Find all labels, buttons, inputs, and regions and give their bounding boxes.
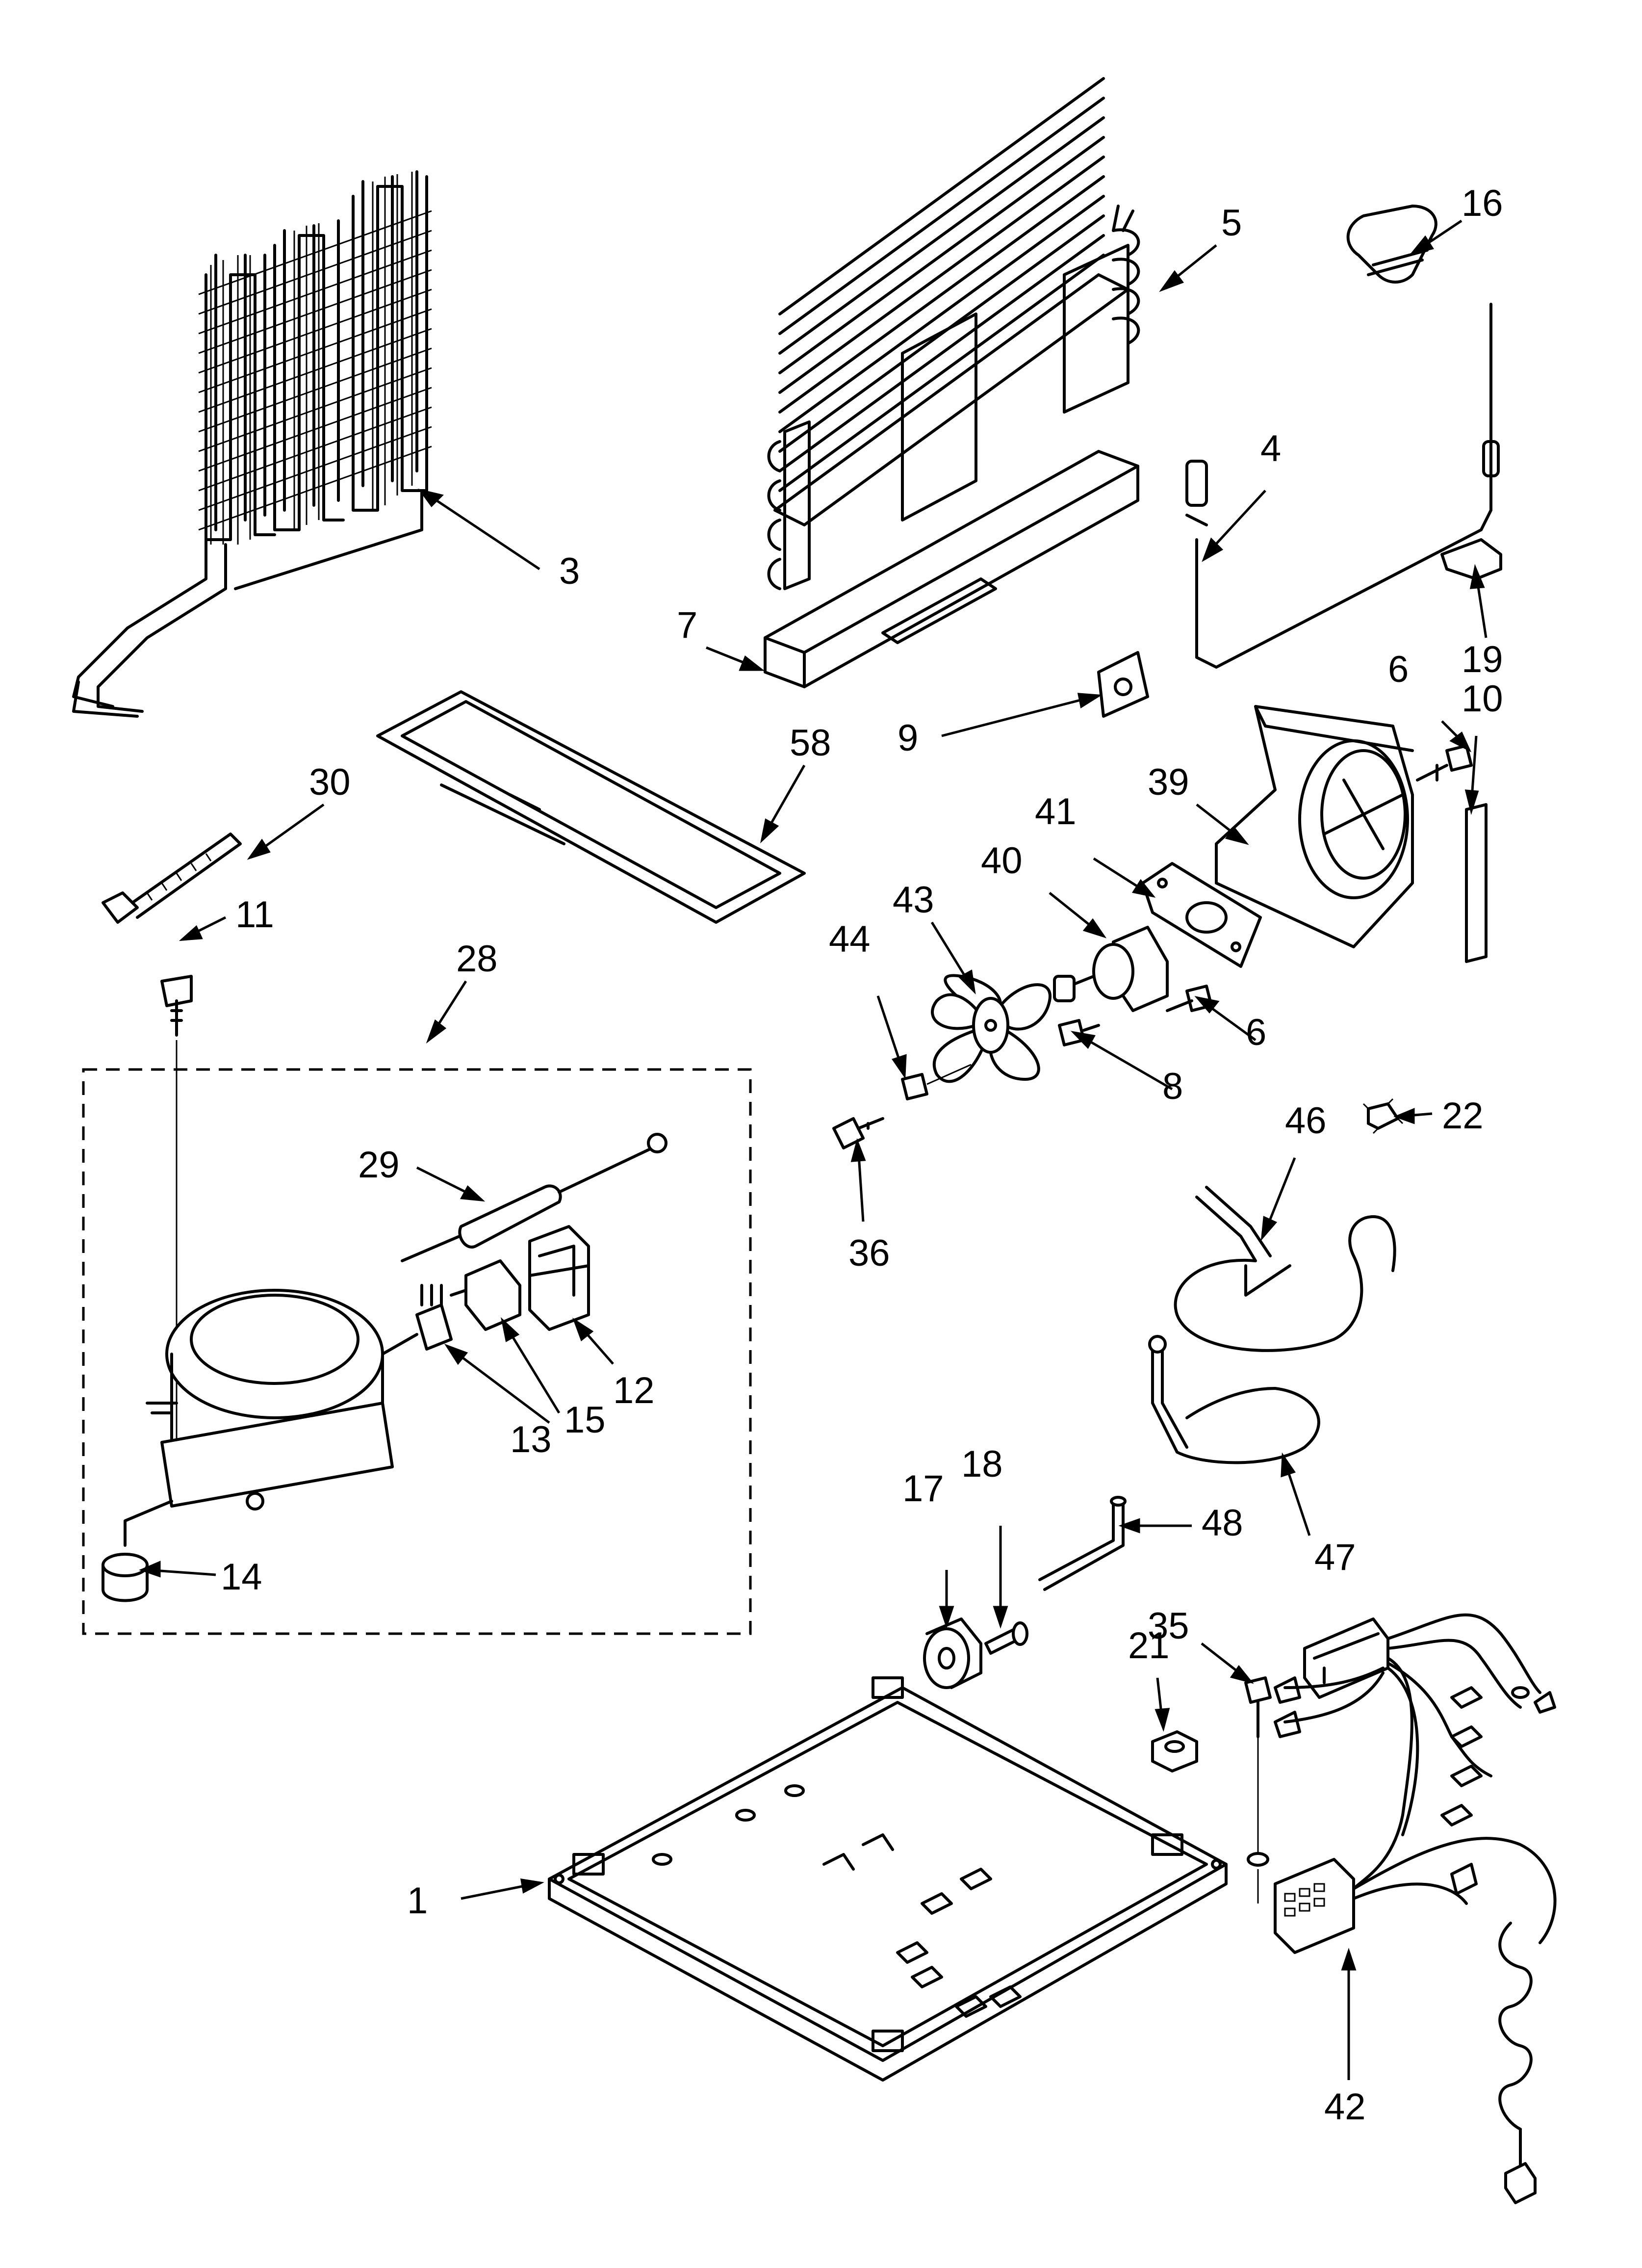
fan-motor-part: [1053, 926, 1169, 1012]
clip-22-part: [1362, 1098, 1404, 1134]
callout-29: 29: [358, 1144, 400, 1186]
callout-43: 43: [893, 879, 934, 921]
fan-blade-part: [931, 974, 1052, 1083]
callout-11: 11: [235, 894, 274, 936]
drain-trough-part: [764, 450, 1139, 688]
callout-44: 44: [829, 918, 871, 960]
callout-18: 18: [961, 1443, 1003, 1485]
callout-14: 14: [221, 1556, 262, 1598]
thermistor-wire-part: [1185, 303, 1500, 669]
callout-46: 46: [1285, 1100, 1327, 1142]
axle-pin-part: [984, 1621, 1028, 1655]
tube-46-part: [1174, 1186, 1396, 1352]
screw-35-part: [1244, 1676, 1272, 1903]
callout-47: 47: [1314, 1537, 1356, 1578]
callout-1: 1: [407, 1880, 428, 1922]
condenser-coil-part: [72, 170, 432, 718]
fan-shroud-part: [1215, 705, 1414, 948]
overload-part: [450, 1259, 521, 1331]
callout-28: 28: [456, 938, 498, 980]
callout-13: 13: [510, 1419, 552, 1460]
callout-15: 15: [564, 1399, 606, 1441]
callout-16: 16: [1462, 182, 1503, 224]
washer-44-part: [901, 1064, 972, 1100]
tube-47-part: [1148, 1335, 1320, 1464]
base-frame-part: [548, 1676, 1228, 2082]
callout-6-lower: 6: [1246, 1012, 1266, 1053]
strip-part: [1465, 803, 1488, 963]
roller-part: [923, 1617, 982, 1689]
callout-3: 3: [559, 550, 580, 592]
callout-5: 5: [1221, 202, 1242, 244]
callout-labels: 1 3 4 5 6 6 7 8 9 10 11 12 13 14 15 16 1…: [221, 182, 1503, 2128]
callout-4: 4: [1260, 428, 1281, 469]
nut-part: [1151, 1730, 1198, 1773]
cap-part: [1346, 205, 1437, 284]
callout-35: 35: [1148, 1605, 1189, 1647]
callout-36: 36: [848, 1232, 890, 1274]
filter-drier-part: [401, 1133, 667, 1262]
evaporator-part: [767, 77, 1140, 590]
callout-30: 30: [309, 761, 351, 803]
callout-39: 39: [1148, 761, 1189, 803]
tube-48-part: [1038, 1496, 1127, 1591]
leader-lines: [139, 219, 1488, 2080]
callout-7: 7: [677, 604, 697, 646]
cable-tie-part: [102, 833, 242, 924]
callout-12: 12: [613, 1370, 655, 1411]
relay-cover-part: [528, 1225, 590, 1331]
callout-41: 41: [1035, 791, 1077, 833]
callout-6-upper: 6: [1388, 649, 1409, 690]
callout-9: 9: [898, 717, 918, 759]
bracket-part: [1097, 651, 1149, 718]
callout-22: 22: [1442, 1095, 1484, 1137]
callout-10: 10: [1462, 678, 1503, 720]
clip-part: [1440, 538, 1502, 580]
callout-48: 48: [1202, 1502, 1243, 1544]
callout-58: 58: [790, 722, 831, 764]
callout-17: 17: [902, 1468, 944, 1510]
grommet-part: [102, 1500, 173, 1602]
callout-21: 21: [1128, 1625, 1170, 1667]
wire-harness-part: [1274, 1613, 1557, 2204]
relay-13-part: [381, 1284, 453, 1356]
screw-6-upper-part: [1416, 744, 1473, 782]
screw-36-part: [832, 1117, 884, 1149]
screw-11-part: [160, 975, 193, 1472]
callout-42: 42: [1324, 2086, 1366, 2128]
compressor-part: [146, 1289, 394, 1511]
motor-mount-plate-part: [1141, 862, 1262, 968]
callout-40: 40: [981, 840, 1023, 882]
drain-pan-part: [376, 690, 806, 924]
callout-8: 8: [1162, 1066, 1183, 1107]
compressor-kit-box: [82, 1068, 752, 1635]
callout-19: 19: [1462, 639, 1503, 680]
